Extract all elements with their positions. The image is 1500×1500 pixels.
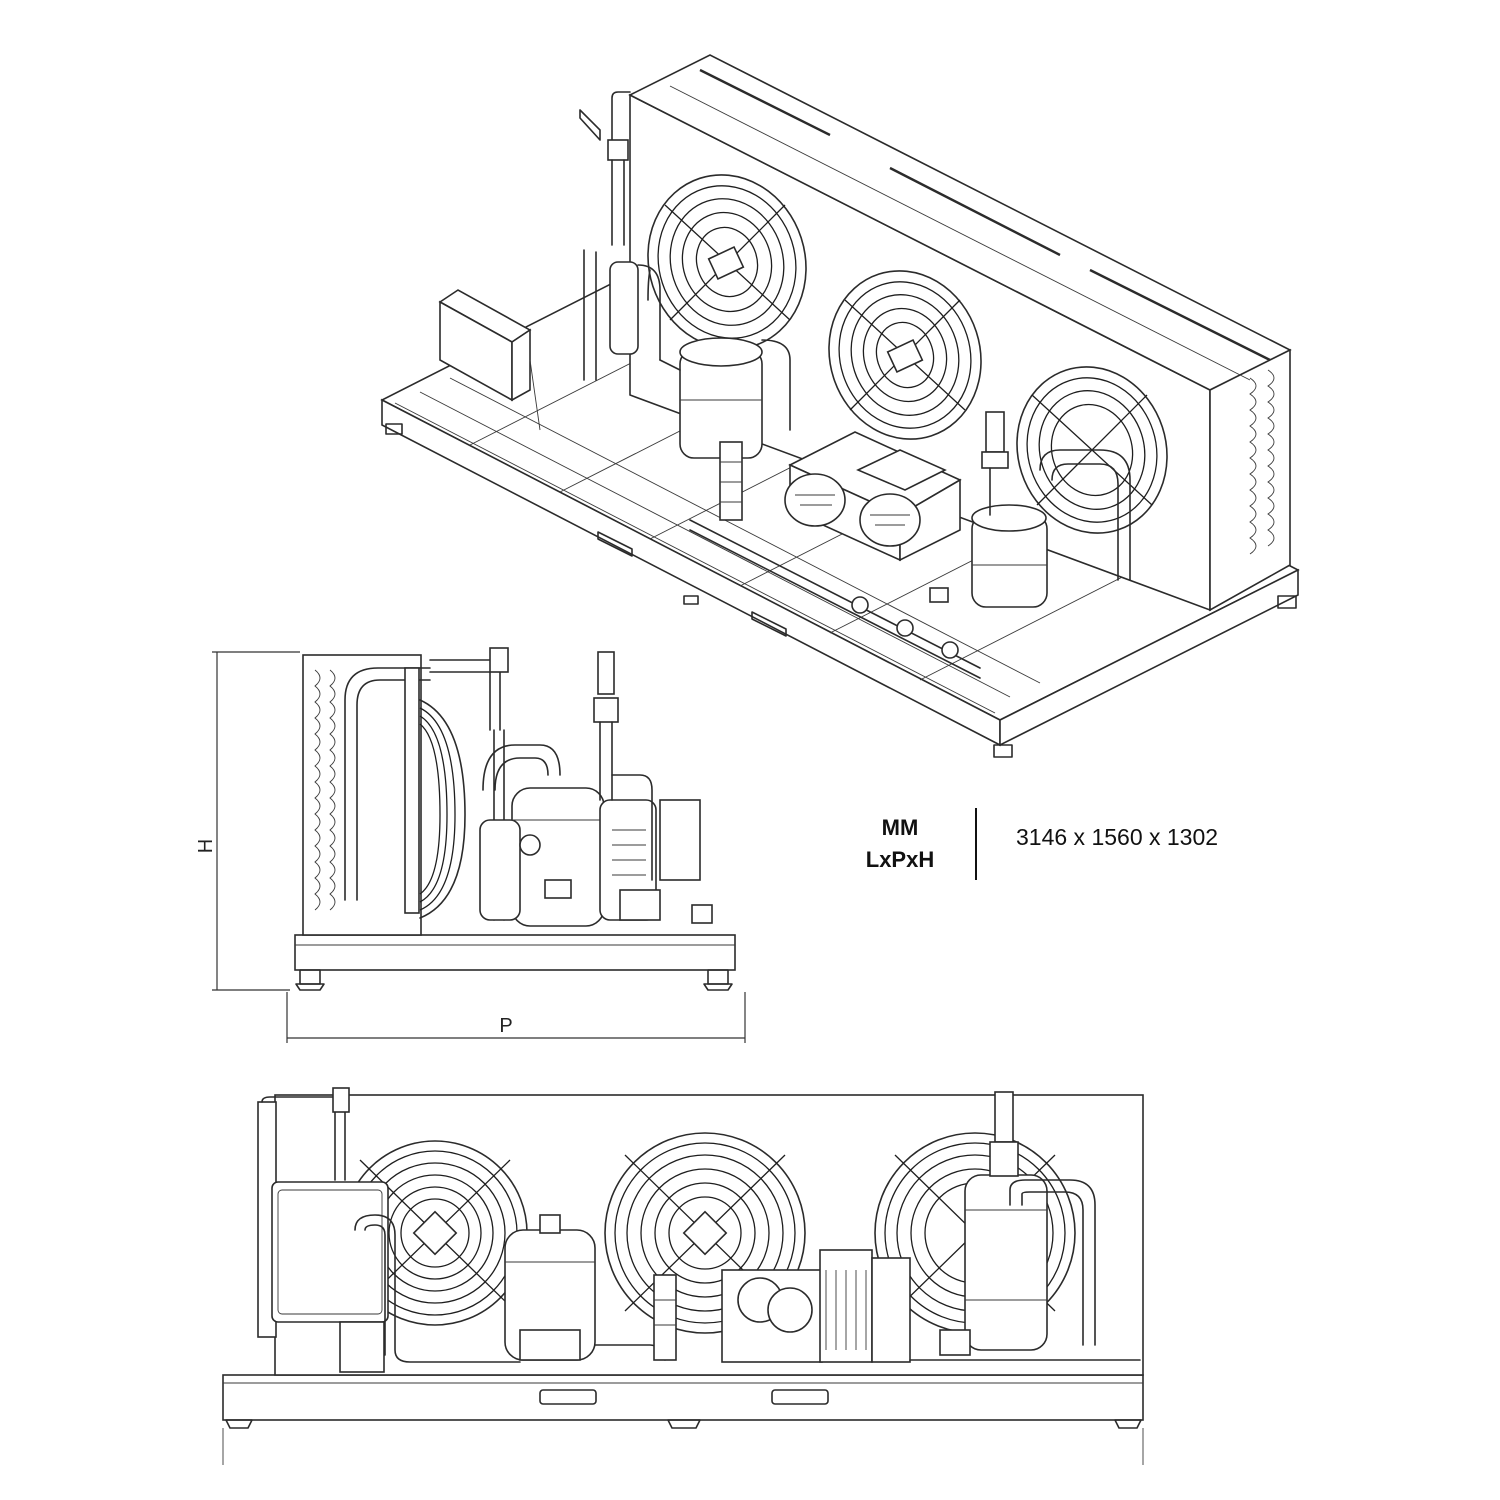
- dimensions-value: 3146 x 1560 x 1302: [1016, 824, 1219, 850]
- depth-label: P: [499, 1015, 512, 1037]
- side-view: H P: [195, 647, 746, 1043]
- units-label: MM: [881, 815, 919, 840]
- iso-fan-2: [828, 270, 982, 440]
- front-receiver: [504, 1214, 596, 1361]
- iso-control-box: [438, 289, 541, 431]
- side-valve-stack: [482, 651, 653, 881]
- front-base: [222, 1374, 1144, 1421]
- dims-label: LxPxH: [865, 847, 935, 872]
- iso-accumulator: [971, 411, 1048, 608]
- height-label: H: [195, 839, 217, 853]
- iso-pipework: [579, 91, 1131, 581]
- iso-compressor: [784, 431, 962, 562]
- side-compressor: [599, 799, 661, 921]
- front-accumulator: [939, 1091, 1096, 1356]
- side-receiver: [479, 787, 605, 927]
- height-dimension: H: [195, 651, 300, 991]
- front-control-box: [271, 1181, 389, 1373]
- iso-receiver: [679, 337, 763, 459]
- side-base: [294, 934, 736, 971]
- isometric-view: [380, 54, 1300, 758]
- depth-dimension: P: [286, 992, 746, 1043]
- front-view: [222, 1087, 1144, 1465]
- side-condenser: [302, 654, 466, 936]
- iso-valve-row: [689, 441, 981, 679]
- side-control-box: [659, 799, 701, 881]
- spec-units-block: MM LxPxH: [850, 812, 950, 876]
- front-compressor: [653, 1249, 911, 1363]
- spec-divider: [975, 808, 977, 880]
